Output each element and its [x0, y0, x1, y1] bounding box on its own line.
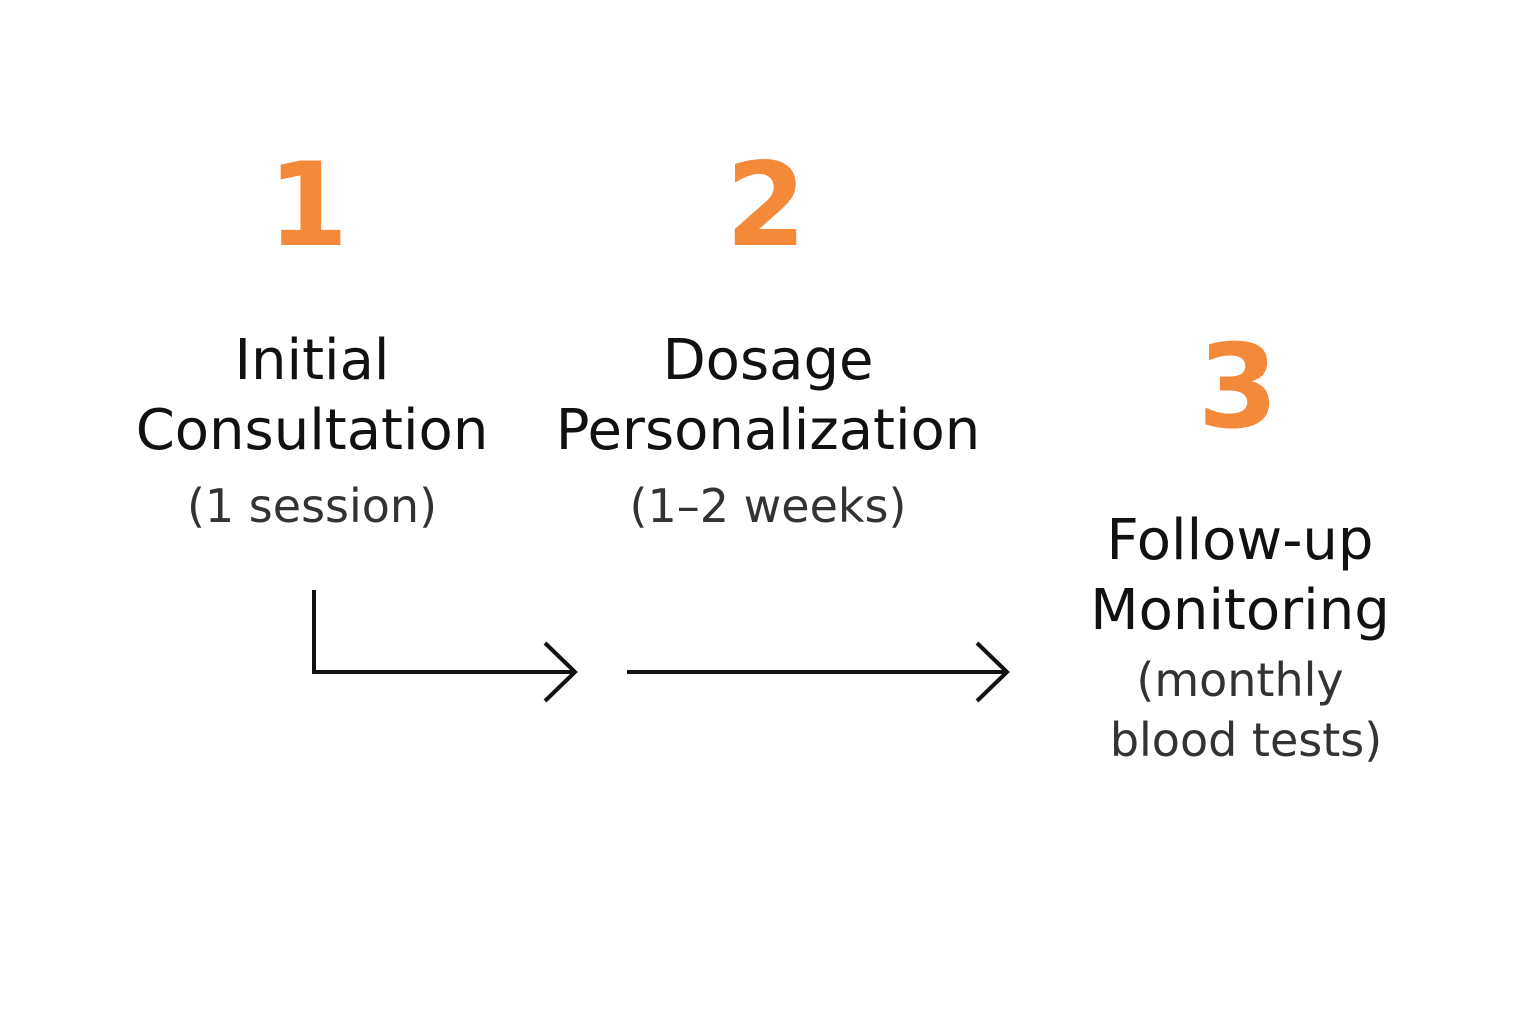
step-2-number: 2 [725, 138, 807, 273]
step-1-detail: (1 session) [186, 479, 438, 533]
step-3-title-line-2: Monitoring [1090, 578, 1390, 643]
elbow-arrow-line [312, 590, 574, 674]
straight-arrow-head [975, 641, 1010, 703]
step-3-title-line-1: Follow-up [1106, 508, 1374, 573]
step-3-detail-line-1: (monthly [1136, 653, 1344, 707]
elbow-arrow-head [543, 641, 578, 703]
step-1: Initial Consultation (1 session) [112, 326, 512, 538]
step-2-title-line-2: Personalization [555, 398, 981, 463]
step-3-detail-line-2: blood tests) [1109, 713, 1383, 767]
step-2: Dosage Personalization (1–2 weeks) [540, 326, 996, 538]
step-1-number: 1 [267, 138, 349, 273]
step-1-title-line-1: Initial [234, 328, 390, 393]
step-1-title-line-2: Consultation [135, 398, 489, 463]
step-3-number: 3 [1197, 320, 1279, 455]
step-3: Follow-up Monitoring (monthly blood test… [1060, 506, 1420, 772]
step-2-title-line-1: Dosage [662, 328, 874, 393]
step-2-detail: (1–2 weeks) [629, 479, 907, 533]
